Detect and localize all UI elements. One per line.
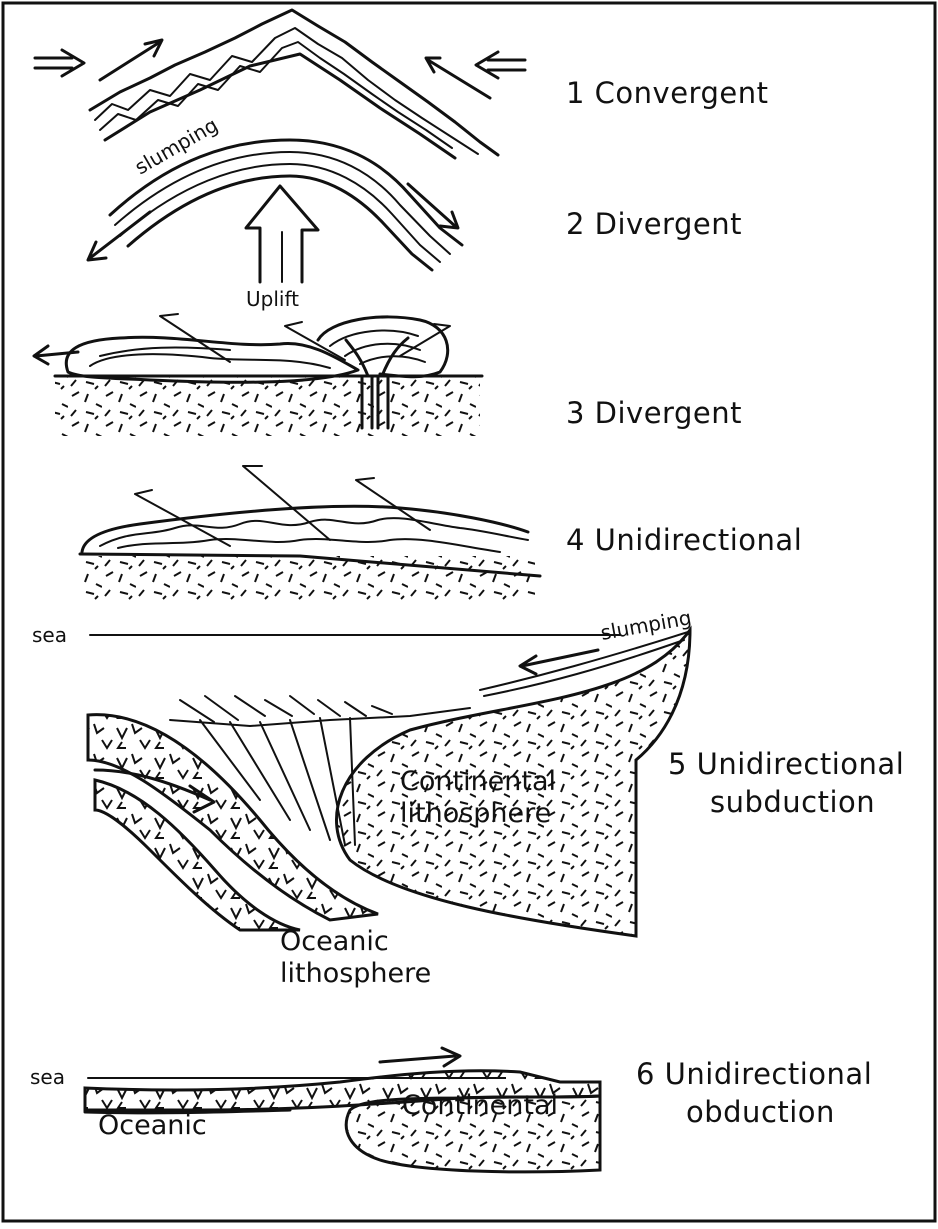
panel-1-convergent: 1 Convergent [35, 10, 768, 158]
oceanic-lithosphere-slab [88, 715, 378, 930]
compression-arrow-left [35, 50, 84, 76]
caption-2-divergent: 2 Divergent [566, 207, 742, 241]
caption-6-line2: obduction [686, 1095, 835, 1129]
panel-3-divergent: 3 Divergent [34, 314, 742, 436]
label-oceanic-lithosphere-1: Oceanic [280, 926, 389, 957]
nappe-inner-4 [100, 518, 528, 552]
uplift-arrow [246, 186, 318, 282]
compression-arrow-right [476, 52, 525, 78]
panel-6-obduction: sea Oceanic Continental 6 Unidirectional… [30, 1048, 872, 1172]
caption-5-line2: subduction [710, 785, 875, 819]
sea-label-6: sea [30, 1065, 65, 1089]
basement-3 [55, 376, 480, 436]
caption-3-divergent: 3 Divergent [566, 396, 742, 430]
caption-5-line1: 5 Unidirectional [668, 747, 904, 781]
extension-arrow-left [34, 346, 78, 364]
label-oceanic-lithosphere-2: lithosphere [280, 958, 431, 989]
spreading-nappe-right [318, 317, 448, 377]
convergent-fold-layers [90, 10, 498, 158]
shear-arrow-left [100, 40, 162, 80]
label-continental-lithosphere-2: lithosphere [400, 798, 551, 829]
panel-4-unidirectional: 4 Unidirectional [80, 466, 802, 600]
panel-2-divergent: slumping Uplift 2 Divergent [88, 113, 742, 311]
label-continental-6: Continental [402, 1090, 558, 1121]
caption-1-convergent: 1 Convergent [566, 76, 768, 110]
figure-border [3, 3, 935, 1221]
caption-4-unidirectional: 4 Unidirectional [566, 523, 802, 557]
uplift-label: Uplift [246, 287, 299, 311]
basement-4 [80, 556, 535, 600]
slumping-label-5: slumping [599, 605, 694, 645]
nappe-inner-left [90, 348, 330, 368]
obduction-arrow [380, 1048, 460, 1066]
label-oceanic-6: Oceanic [98, 1110, 207, 1141]
panel-5-subduction: sea slumping Continental lithosphere Oce… [32, 605, 904, 989]
caption-6-line1: 6 Unidirectional [636, 1057, 872, 1091]
label-continental-lithosphere-1: Continental [400, 766, 556, 797]
thrust-tick-4b [243, 466, 330, 540]
sea-label-5: sea [32, 623, 67, 647]
